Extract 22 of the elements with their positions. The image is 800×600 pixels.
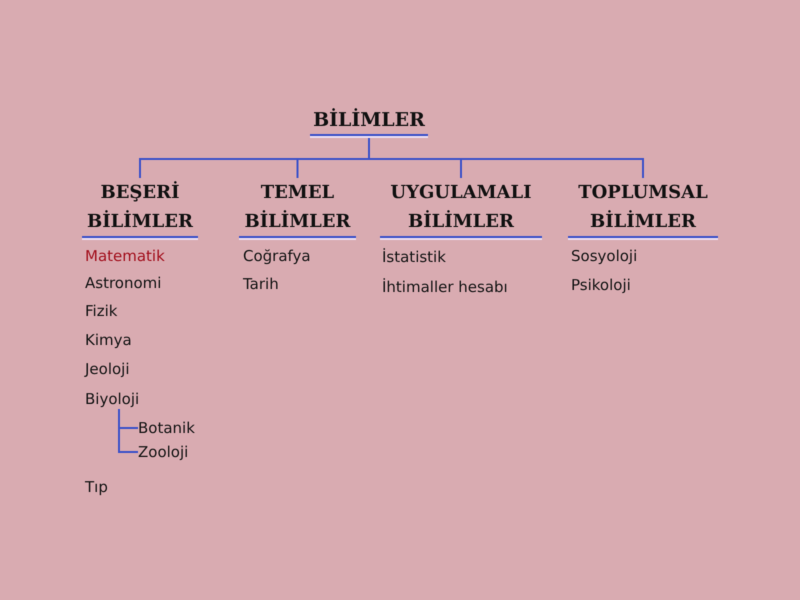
list-item: Kimya [85,330,132,350]
list-item: İhtimaller hesabı [382,277,508,297]
list-item: Astronomi [85,273,162,293]
list-item: İstatistik [382,247,446,267]
list-item: Matematik [85,246,165,266]
title-heading: BİLİMLER [310,106,428,136]
list-item: Zooloji [138,442,188,462]
list-item: Coğrafya [243,246,311,266]
category-heading: BEŞERİ BİLİMLER [82,178,198,238]
category-heading: TEMEL BİLİMLER [239,178,356,238]
connector-line [368,136,644,178]
list-item: Fizik [85,301,118,321]
list-item: Jeoloji [85,359,130,379]
category-heading: UYGULAMALI BİLİMLER [380,178,542,238]
list-item: Biyoloji [85,389,140,409]
list-item: Psikoloji [571,275,631,295]
list-item: Botanik [138,418,195,438]
list-item: Sosyoloji [571,246,638,266]
list-item: Tıp [85,477,108,497]
category-heading: TOPLUMSAL BİLİMLER [568,178,718,238]
list-item: Tarih [243,274,279,294]
bracket-line [118,409,138,453]
